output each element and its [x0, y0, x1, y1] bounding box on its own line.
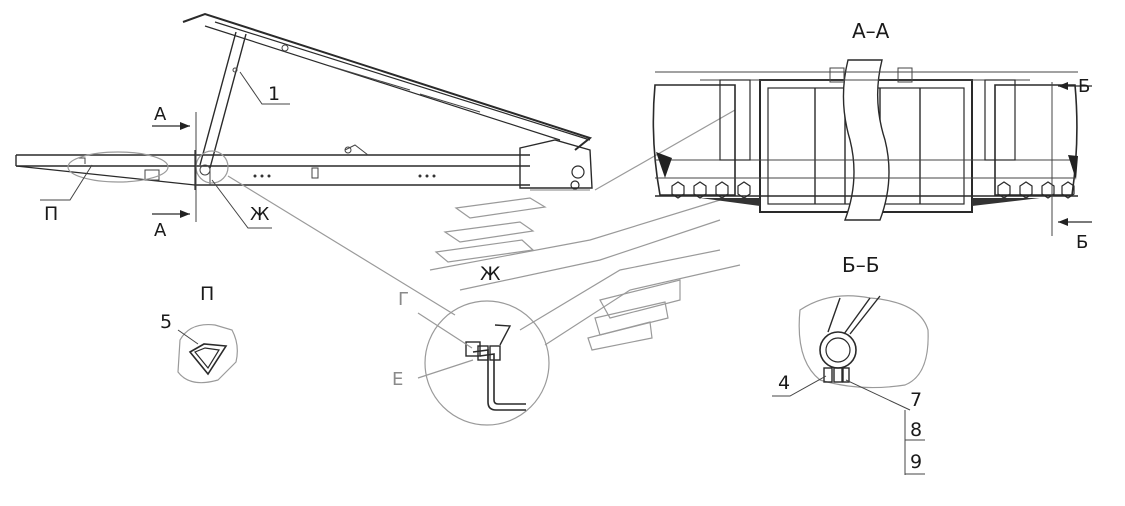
- section-label-b-bottom: Б: [1076, 232, 1088, 253]
- callout-8: 8: [910, 419, 922, 441]
- main-frame-side-view: [15, 12, 593, 316]
- callout-7: 7: [910, 389, 922, 411]
- section-label-a-bottom: А: [154, 220, 167, 241]
- view-bb-title: Б–Б: [842, 253, 879, 277]
- callout-1: 1: [268, 83, 280, 105]
- section-label-b-top: Б: [1078, 76, 1090, 97]
- view-aa-title: А–А: [852, 19, 890, 43]
- ghosted-steps: [429, 109, 741, 351]
- callout-g: Г: [398, 289, 409, 310]
- callout-5: 5: [160, 311, 172, 333]
- callout-zh: Ж: [250, 204, 270, 225]
- callout-9: 9: [910, 451, 922, 473]
- bolt-row: [671, 181, 1075, 199]
- detail-view-zh: [417, 300, 550, 426]
- section-label-a-top: А: [154, 104, 167, 125]
- section-view-aa: [652, 59, 1092, 236]
- callout-e: Е: [392, 369, 403, 390]
- section-view-bb: [772, 295, 929, 475]
- view-zh-title: Ж: [480, 263, 501, 285]
- view-p-title: П: [200, 283, 214, 305]
- callout-p: П: [44, 203, 58, 225]
- callout-4: 4: [778, 372, 790, 394]
- detail-view-p: [177, 323, 238, 384]
